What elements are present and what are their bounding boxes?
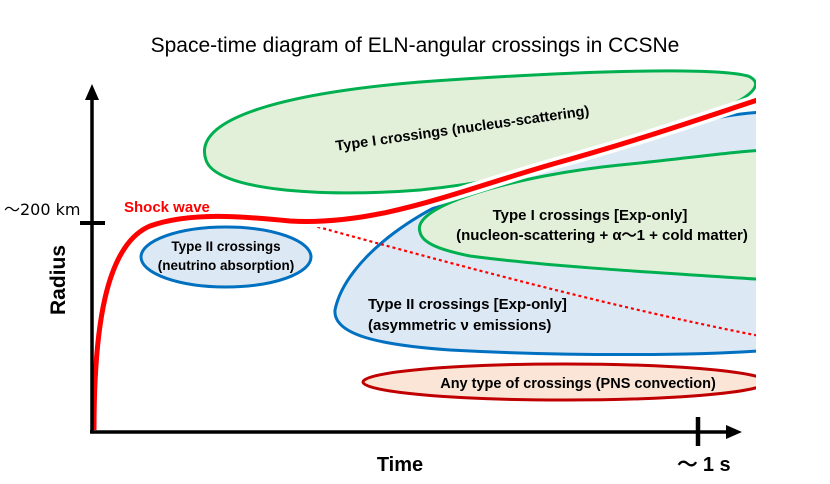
y-axis-arrowhead [85,84,99,100]
x-axis-label: Time [377,454,423,476]
region-type2-neutrino-absorption [139,225,313,289]
type1-exp-label-line1: Type I crossings [Exp-only] [493,207,688,224]
diagram-title: Space-time diagram of ELN-angular crossi… [151,34,680,57]
region-pns-convection [361,362,756,402]
x-axis-arrowhead [726,425,742,439]
type2-exp-label-line1: Type II crossings [Exp-only] [368,296,567,313]
region-type1-nucleus-scattering [202,69,756,195]
y-axis-label: Radius [47,245,70,315]
y-tick-label: ～200 km [4,200,80,219]
pns-convection-label: Any type of crossings (PNS convection) [440,376,716,392]
type1-exp-label-line2: (nucleon-scattering + α～1 + cold matter) [456,227,748,244]
region-type1-exp-only [418,149,756,281]
type2-abs-label-line2: (neutrino absorption) [158,258,294,273]
shock-wave-label: Shock wave [124,199,210,216]
type2-abs-label-line1: Type II crossings [171,239,280,254]
type2-exp-label-line2: (asymmetric ν emissions) [368,317,551,334]
x-tick-label: ～ 1 s [677,454,730,476]
shock-wave-dotted-line [299,220,756,337]
shock-wave-curve [91,97,756,431]
